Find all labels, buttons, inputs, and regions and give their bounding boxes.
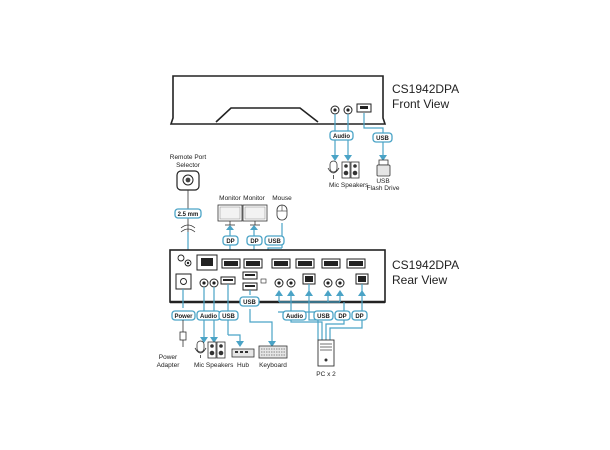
pc-tag-usb-text: USB [317, 314, 330, 320]
tag-audio-console-text: Audio [200, 314, 217, 320]
front-usb-tag-text: USB [376, 136, 389, 142]
front-usb-device-label: USB [376, 178, 389, 185]
console-speakers-icon [207, 341, 226, 359]
tag-usb-mouse [264, 235, 285, 246]
tag-25mm-text: 2.5 mm [178, 212, 199, 218]
front-mic-icon [327, 160, 340, 179]
front-view-label: Front View [392, 97, 449, 111]
tag-usb-keyboard [239, 296, 260, 307]
console-mic-icon [194, 340, 207, 358]
front-audio-tag-text: Audio [333, 134, 350, 140]
tag-power-text: Power [174, 314, 193, 320]
pc-label: PC x 2 [316, 371, 336, 378]
monitor-1-icon [217, 204, 243, 226]
tag-dp-monitor-1 [222, 235, 239, 246]
tag-power [171, 310, 196, 321]
power-adapter-label-2: Adapter [157, 362, 181, 369]
hub-icon [231, 348, 255, 358]
mouse-icon [276, 204, 288, 221]
console-mic-speakers-label: Mic Speakers [194, 362, 234, 369]
remote-port-label-2: Selector [176, 162, 201, 169]
tag-dp-monitor-1-text: DP [226, 239, 234, 245]
tag-usb-hub [218, 310, 239, 321]
front-usb-tag [372, 132, 393, 143]
cable-coil-2 [180, 228, 196, 233]
front-flash-drive-label: Flash Drive [367, 185, 400, 192]
tag-25mm [174, 208, 202, 219]
remote-port-label-1: Remote Port [170, 154, 207, 161]
pc-tag-dp-2-text: DP [355, 314, 363, 320]
monitor-1-label: Monitor [219, 195, 242, 202]
front-audio-tag [329, 130, 354, 141]
tag-usb-hub-text: USB [222, 314, 235, 320]
hub-label: Hub [237, 362, 249, 369]
keyboard-label: Keyboard [259, 362, 287, 369]
monitor-2-icon [242, 204, 268, 226]
mouse-label: Mouse [272, 195, 292, 202]
power-adapter-label-1: Power [159, 354, 178, 361]
cable-coil [180, 224, 196, 229]
pc-tower-icon [317, 339, 335, 367]
monitor-2-label: Monitor [243, 195, 266, 202]
pc-tag-usb [313, 310, 334, 321]
front-mic-speakers-label: Mic Speakers [329, 182, 369, 189]
power-adapter-icon [179, 320, 187, 347]
front-model-label: CS1942DPA [392, 82, 459, 96]
remote-port-selector-icon [176, 170, 200, 232]
rear-view-label: Rear View [392, 273, 447, 287]
front-speakers-icon [341, 161, 360, 179]
rear-model-label: CS1942DPA [392, 258, 459, 272]
front-unit [169, 75, 387, 125]
pc-tag-dp-1 [334, 310, 351, 321]
pc-tag-dp-1-text: DP [338, 314, 346, 320]
pc-tag-audio-text: Audio [286, 314, 303, 320]
tag-usb-mouse-text: USB [268, 239, 281, 245]
pc-tag-dp-2 [351, 310, 368, 321]
pc-tag-audio [282, 310, 307, 321]
tag-usb-keyboard-text: USB [243, 300, 256, 306]
front-connections [331, 113, 387, 161]
front-flash-drive-icon [376, 159, 391, 177]
keyboard-icon [258, 345, 288, 359]
tag-dp-monitor-2 [246, 235, 263, 246]
tag-dp-monitor-2-text: DP [250, 239, 258, 245]
